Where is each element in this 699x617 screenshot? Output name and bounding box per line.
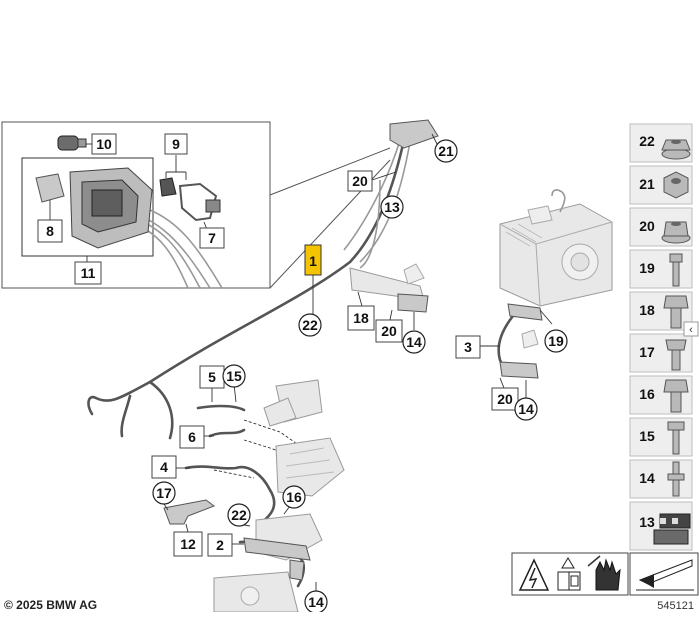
sidebar-label: 19: [639, 260, 655, 276]
clip-icon: [159, 177, 177, 197]
callout-18[interactable]: 18: [353, 310, 369, 326]
sub-harness-3: [497, 303, 553, 379]
callout-7[interactable]: 7: [208, 230, 216, 246]
callout-12[interactable]: 12: [180, 536, 196, 552]
callout-9[interactable]: 9: [172, 136, 180, 152]
warning-panel: [511, 552, 699, 596]
sidebar-label: 16: [639, 386, 655, 402]
sidebar-item-21[interactable]: 21: [629, 165, 693, 205]
callout-2[interactable]: 2: [216, 537, 224, 553]
callout-20c[interactable]: 20: [497, 391, 513, 407]
cap-icon: [35, 173, 65, 203]
sidebar-item-16[interactable]: 16: [629, 375, 693, 415]
callout-22b[interactable]: 22: [231, 507, 247, 523]
high-voltage-icon: [518, 558, 550, 591]
callout-14a[interactable]: 14: [406, 334, 422, 350]
sidebar-item-13[interactable]: 13: [629, 501, 693, 551]
callout-20b[interactable]: 20: [381, 323, 397, 339]
screw-icon: [667, 421, 685, 455]
sidebar-label: 21: [639, 176, 655, 192]
screw-icon: [669, 253, 683, 287]
callout-11[interactable]: 11: [81, 265, 96, 281]
bracket-12-icon: [163, 499, 216, 525]
sidebar-item-17[interactable]: 17: [629, 333, 693, 373]
diagram-number: 545121: [657, 600, 694, 612]
callouts: 21 20 13 22 18 20 14 3 19 20 14 5 15 6 4…: [151, 139, 568, 614]
callout-14b[interactable]: 14: [518, 401, 534, 417]
sidebar-item-15[interactable]: 15: [629, 417, 693, 457]
nut-flange-icon: [661, 139, 691, 160]
callout-13[interactable]: 13: [384, 199, 400, 215]
clip-kit-icon: [653, 513, 691, 545]
arrow-flat-icon: [636, 559, 694, 591]
callout-16[interactable]: 16: [286, 489, 302, 505]
screw-torx-icon: [665, 339, 687, 371]
bracket-2-icon: [243, 537, 311, 561]
sidebar-label: 13: [639, 514, 655, 530]
gloves-icon: [587, 555, 621, 591]
sidebar-item-19[interactable]: 19: [629, 249, 693, 289]
nut-hex-icon: [663, 171, 689, 199]
collapse-tab[interactable]: [683, 321, 699, 337]
detail-inset: 10 9 8 7 11: [1, 121, 391, 289]
engine-components-icon: [213, 379, 345, 613]
copyright-text: © 2025 BMW AG: [4, 598, 97, 612]
callout-15[interactable]: 15: [226, 368, 242, 384]
callout-19[interactable]: 19: [548, 333, 564, 349]
sidebar-label: 20: [639, 218, 655, 234]
bolt-hex-icon: [663, 379, 689, 413]
bracket-end-icon: [397, 293, 429, 313]
harness-loop-icon: [178, 182, 218, 222]
callout-14c[interactable]: 14: [308, 594, 324, 610]
callout-22a[interactable]: 22: [302, 317, 318, 333]
sidebar-label: 15: [639, 428, 655, 444]
callout-5[interactable]: 5: [208, 369, 216, 385]
sidebar-label: 18: [639, 302, 655, 318]
connector-housing-icon: [69, 167, 153, 249]
stud-bolt-icon: [667, 461, 685, 497]
sidebar-item-14[interactable]: 14: [629, 459, 693, 499]
sidebar-item-22[interactable]: 22: [629, 123, 693, 163]
drive-unit-icon: [499, 189, 613, 307]
callout-4[interactable]: 4: [160, 459, 168, 475]
callout-1[interactable]: 1: [309, 253, 317, 269]
callout-8[interactable]: 8: [46, 223, 54, 239]
top-connector-icon: [389, 119, 439, 149]
sidebar-item-18[interactable]: 18: [629, 291, 693, 331]
callout-10[interactable]: 10: [96, 136, 112, 152]
nut-collar-icon: [661, 221, 691, 244]
sidebar-label: 14: [639, 470, 655, 486]
plug-icon: [57, 135, 87, 151]
callout-21[interactable]: 21: [438, 143, 454, 159]
callout-3[interactable]: 3: [464, 339, 472, 355]
main-harness: [87, 119, 439, 440]
sidebar-item-20[interactable]: 20: [629, 207, 693, 247]
callout-6[interactable]: 6: [188, 429, 196, 445]
bolt-hex-icon: [663, 295, 689, 329]
sidebar-label: 22: [639, 133, 655, 149]
callout-17[interactable]: 17: [156, 485, 172, 501]
read-manual-icon: [557, 557, 581, 591]
fastener-sidebar: 22 21 20: [629, 123, 693, 551]
callout-20a[interactable]: 20: [352, 173, 368, 189]
sidebar-label: 17: [639, 344, 655, 360]
chevron-left-icon: ‹: [689, 324, 693, 336]
